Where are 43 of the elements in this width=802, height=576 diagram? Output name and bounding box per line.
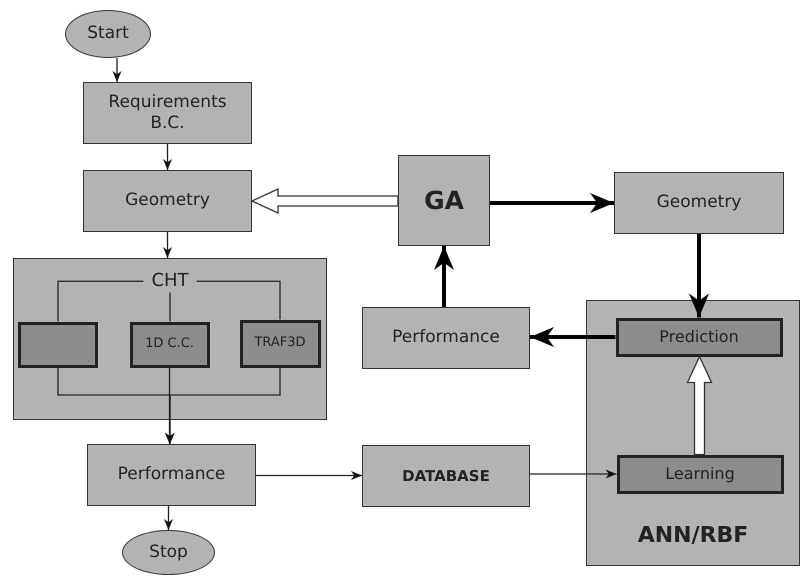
arrow (530, 470, 616, 478)
node-label: Performance (392, 327, 500, 349)
node-label: Geometry (125, 190, 210, 212)
node-label: Performance (118, 464, 226, 486)
process-box (362, 307, 530, 369)
arrow (256, 471, 362, 480)
arrow (164, 506, 173, 530)
arrow (163, 232, 172, 258)
arrow (689, 234, 709, 318)
hollow-arrow (686, 354, 713, 456)
node-label: Prediction (659, 327, 739, 347)
node-label: Stop (149, 542, 188, 564)
process-box (87, 444, 256, 506)
process-box (398, 155, 490, 246)
process-box (616, 318, 782, 356)
group-panel (586, 300, 800, 566)
process-box (240, 320, 320, 368)
node-label: Requirements B.C. (107, 92, 228, 134)
process-box (83, 82, 252, 144)
node-label: 1D C.C. (145, 336, 194, 353)
hollow-arrow (250, 188, 399, 214)
group-title: CHT (150, 270, 190, 292)
process-box (614, 172, 784, 234)
node-label: GA (424, 184, 464, 216)
process-box (18, 322, 98, 368)
arrow (490, 193, 614, 213)
arrow (165, 368, 174, 444)
process-box (616, 454, 784, 494)
arrow (434, 246, 454, 307)
process-box (130, 322, 210, 368)
process-box (362, 445, 530, 507)
arrow (530, 327, 616, 347)
group-title: ANN/RBF (636, 522, 750, 549)
node-label: TRAF3D (254, 335, 306, 352)
arrow (166, 368, 281, 444)
arrow (112, 58, 122, 82)
group-panel (13, 258, 327, 420)
node-label: Learning (665, 464, 735, 484)
arrow (163, 144, 172, 170)
node-label: DATABASE (402, 466, 490, 486)
node-label: Start (87, 23, 129, 45)
node-label: Geometry (656, 192, 742, 214)
process-box (83, 170, 252, 232)
